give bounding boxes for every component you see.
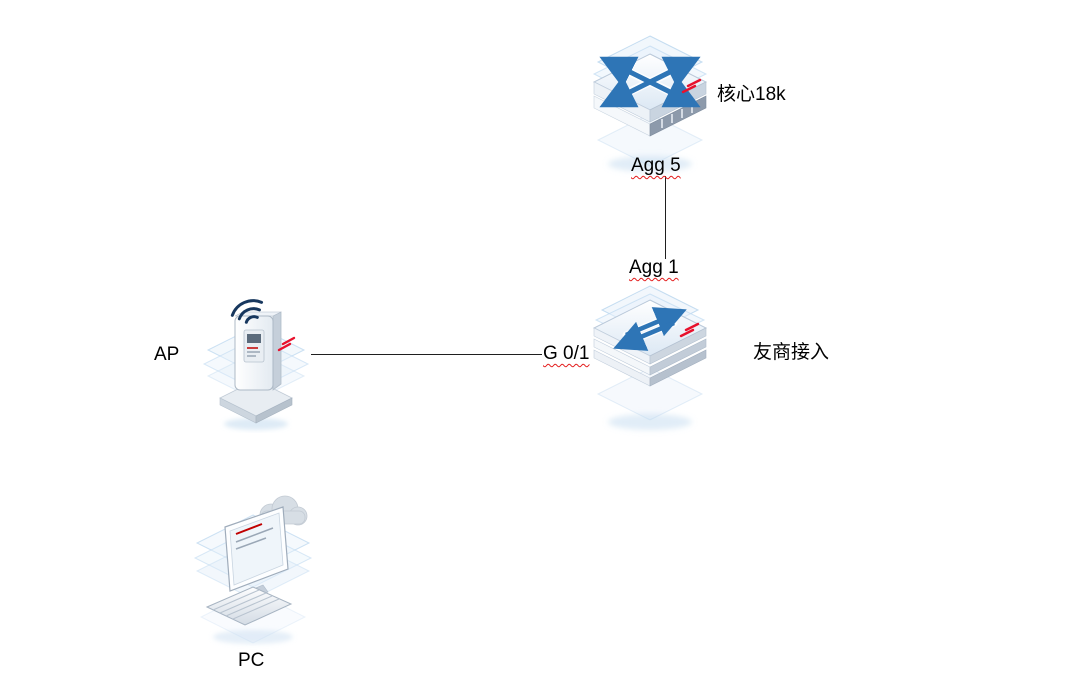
connector-core-to-access[interactable] (665, 176, 666, 259)
wifi-icon (230, 299, 264, 324)
label-access-switch[interactable]: 友商接入 (753, 342, 830, 363)
access-switch-icon (592, 285, 708, 430)
access-point-icon (202, 299, 310, 430)
monitor (224, 506, 289, 598)
ap-body (234, 311, 282, 391)
crossed-arrows-icon (599, 56, 701, 108)
node-access-switch[interactable] (580, 282, 720, 442)
label-core-switch[interactable]: 核心18k (717, 84, 786, 105)
node-core-switch[interactable] (580, 28, 720, 178)
label-pc[interactable]: PC (238, 650, 265, 671)
node-pc[interactable] (191, 487, 321, 652)
label-ap[interactable]: AP (154, 344, 180, 365)
label-port-g01[interactable]: G 0/1 (543, 343, 590, 364)
status-marks-icon (277, 336, 296, 352)
core-switch-icon (592, 35, 708, 172)
switching-arrows-icon (613, 307, 687, 351)
connector-ap-to-access[interactable] (311, 354, 542, 355)
label-port-agg1[interactable]: Agg 1 (629, 257, 679, 278)
keyboard (205, 586, 293, 626)
label-port-agg5[interactable]: Agg 5 (631, 155, 681, 176)
pc-icon (193, 495, 313, 644)
status-marks-icon (681, 78, 702, 94)
node-access-point[interactable] (197, 288, 315, 433)
status-marks-icon (679, 322, 700, 338)
